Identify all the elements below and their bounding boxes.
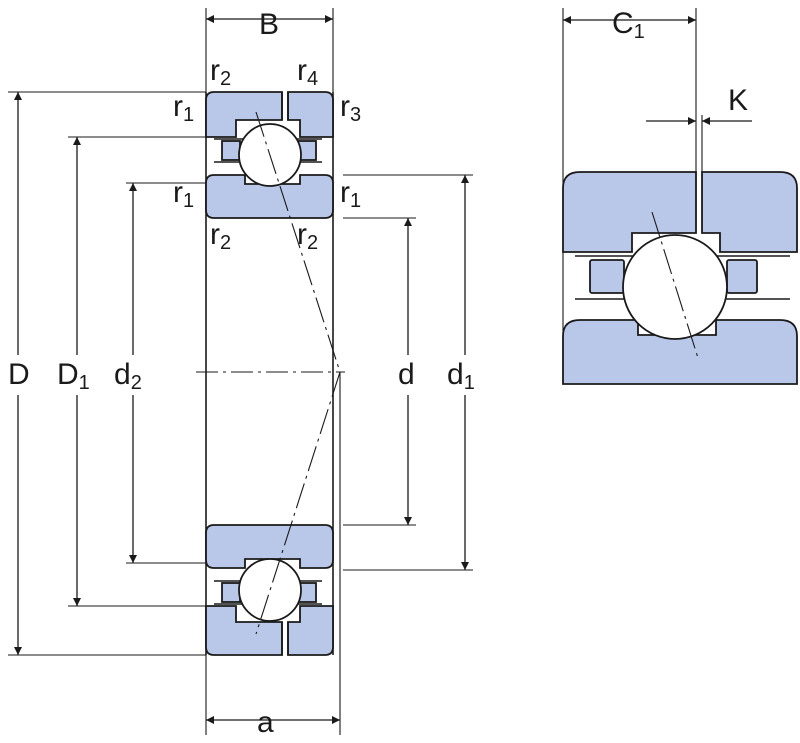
- label-r2-mid-right: r2: [297, 218, 318, 254]
- bottom-outer-ring: [205, 605, 334, 656]
- label-B: B: [259, 8, 279, 41]
- contact-line-top: [255, 111, 341, 373]
- contact-line-bottom: [255, 371, 341, 635]
- detail-outer-ring-right: [701, 171, 798, 253]
- detail-ball: [622, 234, 728, 340]
- label-r1-mid-right: r1: [340, 176, 361, 212]
- main-section: B a r2 r4 r1 r3 r1 r1 r2 r2 D D1 d2 d d1: [8, 8, 475, 739]
- label-r3: r3: [340, 90, 361, 126]
- detail-cage: [575, 255, 790, 300]
- top-inner-ring: [205, 174, 334, 219]
- label-d2: d2: [114, 358, 142, 394]
- detail-inner-ring: [562, 319, 798, 385]
- label-a: a: [257, 706, 274, 739]
- detail-outer-ring-left: [562, 171, 697, 253]
- label-r4: r4: [297, 54, 318, 90]
- label-K: K: [728, 84, 748, 117]
- label-d: d: [398, 358, 415, 391]
- label-d1: d1: [447, 358, 475, 394]
- bottom-inner-ring: [205, 524, 334, 569]
- label-D1: D1: [57, 358, 90, 394]
- label-C1: C1: [612, 7, 645, 43]
- label-D: D: [8, 358, 30, 391]
- detail-contact-line: [651, 211, 699, 359]
- label-r2-top: r2: [210, 54, 231, 90]
- top-outer-ring: [205, 91, 334, 138]
- label-r1-top: r1: [173, 90, 194, 126]
- detail-view: C1 K: [562, 7, 798, 385]
- label-r1-mid-left: r1: [173, 176, 194, 212]
- label-r2-mid-left: r2: [210, 218, 231, 254]
